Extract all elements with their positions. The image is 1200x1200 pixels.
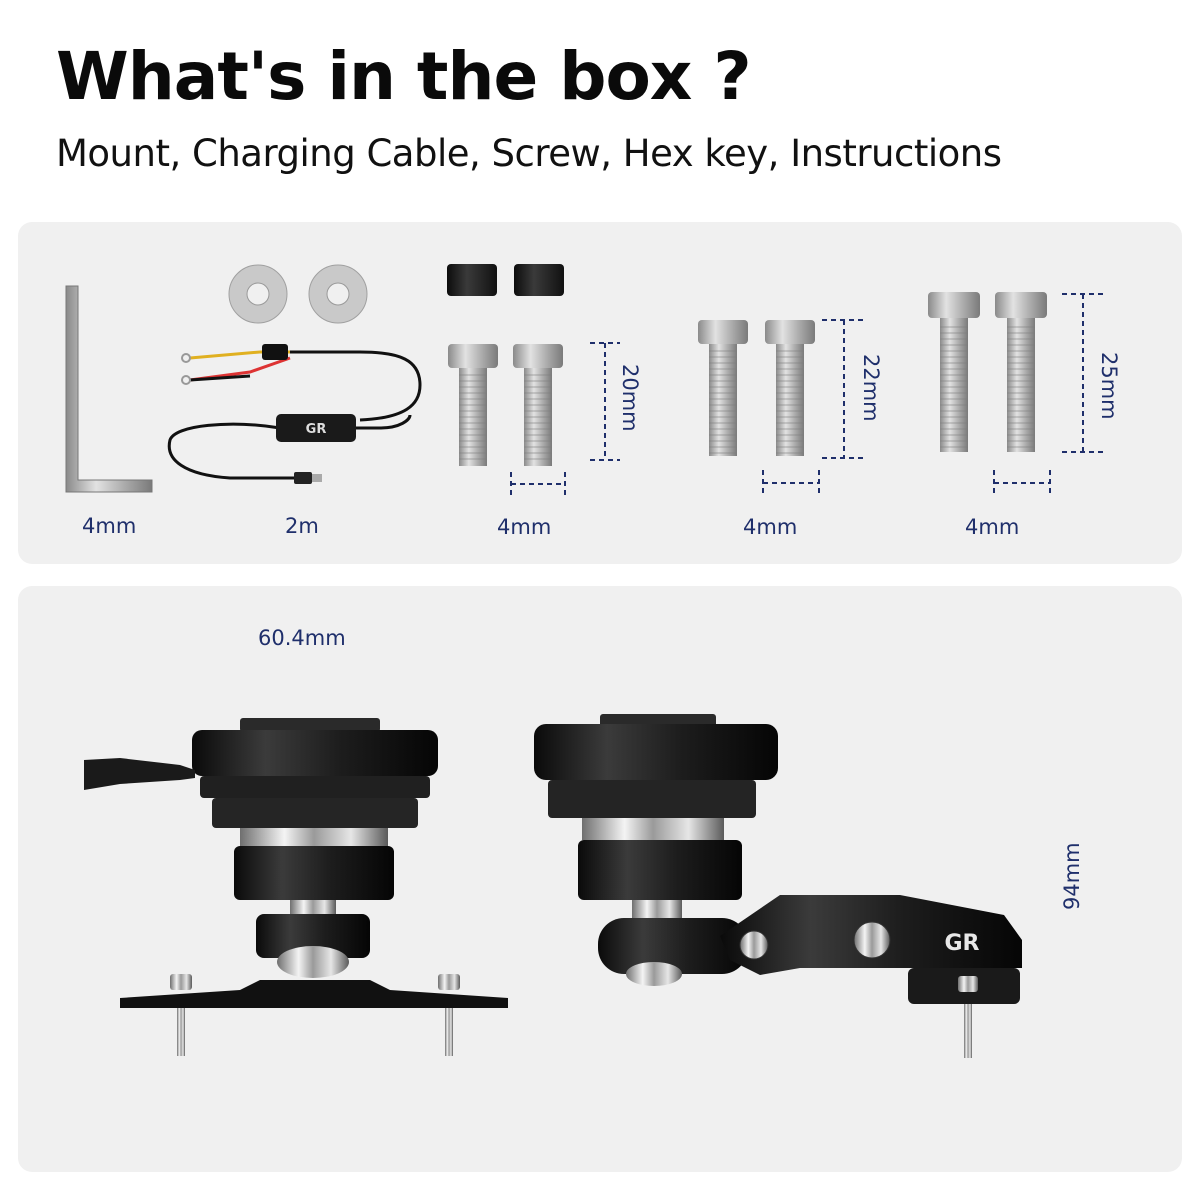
- screw-25-width-label: 4mm: [965, 515, 1020, 539]
- page-title: What's in the box ?: [56, 38, 752, 115]
- mount-base-plate-icon: [84, 718, 508, 1056]
- hex-key-icon: [65, 285, 153, 493]
- screw-22mm-icon: [698, 320, 815, 456]
- mount-width-label: 60.4mm: [258, 626, 346, 650]
- screw-20mm-icon: [448, 344, 563, 466]
- washer-icon: [228, 264, 368, 324]
- cable-logo: GR: [306, 422, 327, 437]
- mount-arm-icon: GR: [534, 714, 1022, 1058]
- charging-cable-icon: GR: [167, 344, 422, 484]
- cable-length-label: 2m: [285, 514, 319, 538]
- hex-key-size-label: 4mm: [82, 514, 137, 538]
- page-subtitle: Mount, Charging Cable, Screw, Hex key, I…: [56, 132, 1002, 175]
- accessories-panel: [18, 222, 1182, 564]
- screw-22-width-label: 4mm: [743, 515, 798, 539]
- mount-logo: GR: [945, 931, 980, 956]
- screw-20-width-label: 4mm: [497, 515, 552, 539]
- mount-height-label: 94mm: [1060, 842, 1084, 910]
- rubber-spacer-icon: [447, 264, 564, 296]
- dimension-lines: [510, 293, 1104, 496]
- screw-25mm-icon: [928, 292, 1047, 452]
